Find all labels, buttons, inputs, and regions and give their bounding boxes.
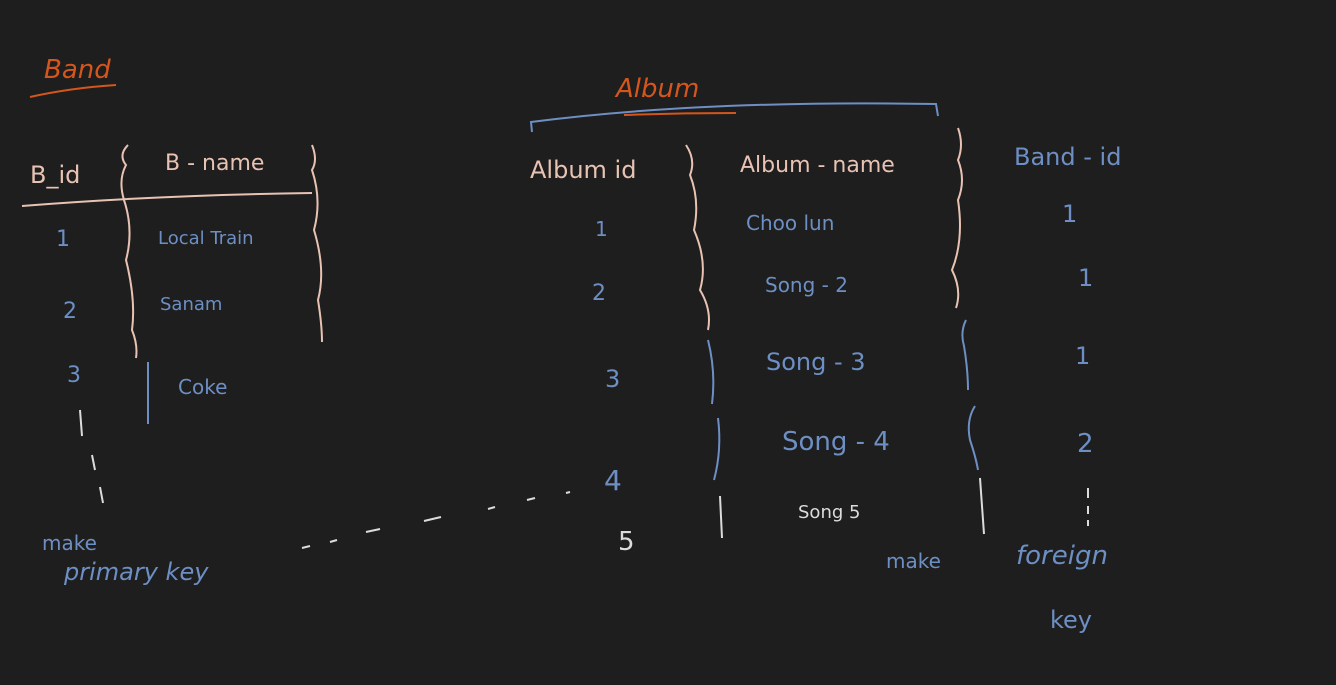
reference-dashed-line (301, 491, 571, 549)
band-header-name: B - name (165, 151, 264, 176)
album-divider-1 (685, 144, 710, 331)
band-right-border (310, 144, 323, 343)
album-header-name: Album - name (740, 153, 895, 178)
album-title-underline (623, 112, 737, 116)
album-header-band-id: Band - id (1014, 143, 1121, 171)
album-row3-band-id: 1 (1075, 342, 1090, 370)
album-note-line3: key (1050, 606, 1092, 634)
album-row2-id: 2 (592, 281, 606, 306)
album-title: Album (614, 74, 699, 104)
album-divider-1-row4 (713, 417, 721, 481)
album-row4-band-id: 2 (1077, 429, 1094, 459)
album-divider-2-row5 (979, 477, 985, 535)
band-continuation-dots (79, 409, 104, 504)
band-header-underline (21, 192, 313, 207)
band-row1-name: Local Train (158, 228, 254, 249)
album-row4-id: 4 (604, 464, 622, 497)
album-brace (529, 102, 939, 133)
album-divider-1-row3 (707, 339, 715, 405)
band-note-line1: make (42, 531, 97, 555)
band-title-underline (29, 84, 117, 98)
album-row1-name: Choo lun (746, 211, 834, 235)
band-row2-name: Sanam (160, 294, 222, 315)
album-row2-band-id: 1 (1078, 264, 1093, 292)
album-row1-band-id: 1 (1062, 200, 1077, 228)
album-row4-name: Song - 4 (782, 427, 890, 457)
album-row3-id: 3 (605, 365, 620, 393)
band-title: Band (44, 55, 111, 85)
album-divider-2-row3 (961, 319, 969, 391)
band-row2-id: 2 (63, 299, 77, 324)
album-divider-1-row5 (719, 495, 723, 539)
album-row2-name: Song - 2 (765, 273, 848, 297)
album-divider-2-row4 (967, 405, 979, 471)
band-column-divider (120, 144, 138, 359)
band-header-id: B_id (30, 161, 80, 189)
album-note-line2: foreign (1016, 541, 1108, 571)
band-row3-id: 3 (67, 363, 81, 388)
album-divider-2 (950, 127, 963, 309)
album-row5-name: Song 5 (798, 502, 860, 523)
album-header-id: Album id (530, 156, 636, 184)
band-row1-id: 1 (56, 227, 70, 252)
album-row5-id: 5 (618, 527, 635, 557)
band-row3-name: Coke (178, 375, 227, 399)
band-note-line2: primary key (63, 558, 209, 586)
album-note-line1: make (886, 549, 941, 573)
album-row3-name: Song - 3 (766, 348, 866, 376)
album-row1-id: 1 (595, 217, 608, 241)
